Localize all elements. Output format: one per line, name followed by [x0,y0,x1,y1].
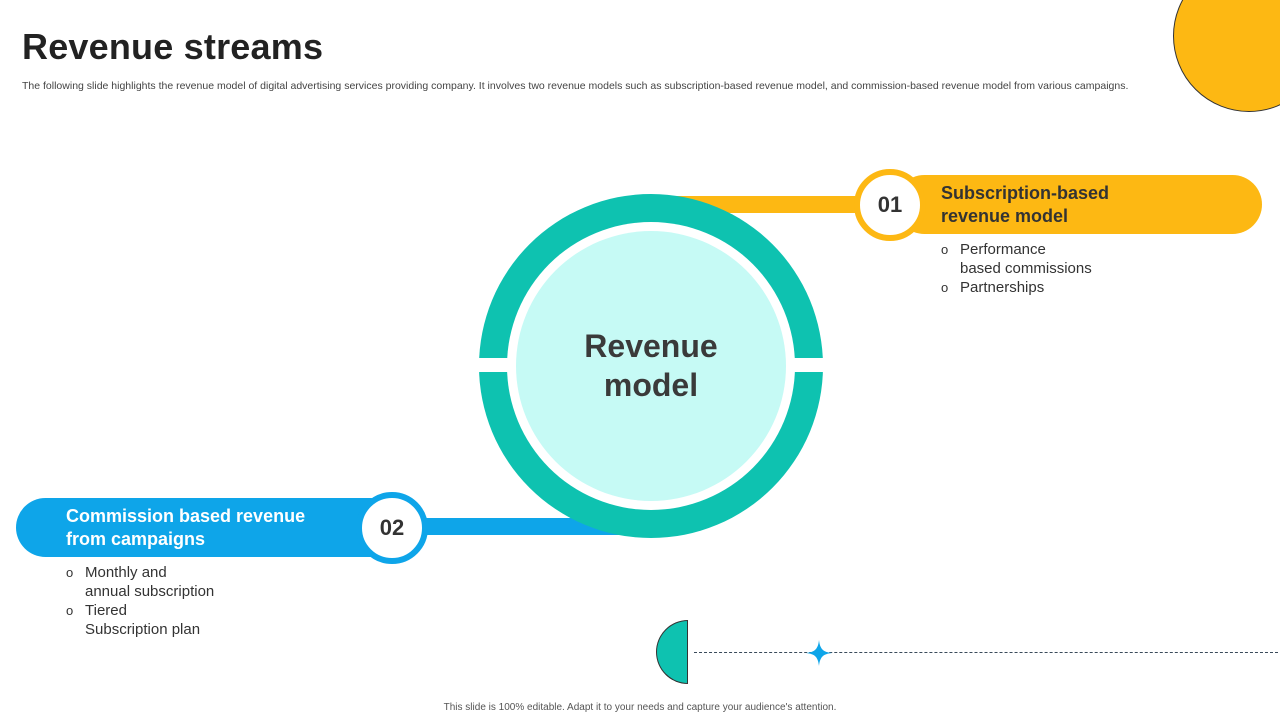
center-label: Revenue model [584,328,718,403]
revenue-model-core: Revenue model [516,231,786,501]
bullet-text: Tiered Subscription plan [85,602,201,638]
bullet-text: Performance based commissions [960,241,1092,277]
footer-note: This slide is 100% editable. Adapt it to… [443,702,837,713]
bullet-marker: o [66,603,74,618]
bullet-marker: o [66,565,74,580]
bullet-text: Monthly and annual subscription [85,564,215,600]
model-title-02: Commission based revenue from campaigns [66,505,306,549]
model-number-badge-02: 02 [356,492,428,564]
page-title: Revenue streams [22,26,324,67]
bullet-text: Partnerships [960,279,1045,296]
list-item: o Partnerships [941,278,1141,297]
page-subtitle: The following slide highlights the reven… [22,80,1129,92]
list-item: o Tiered Subscription plan [66,601,266,639]
model-number-badge-01: 01 [854,169,926,241]
model-title-01: Subscription-based revenue model [941,182,1110,226]
list-item: o Monthly and annual subscription [66,563,266,601]
model-pill-01: Subscription-based revenue model [895,175,1262,234]
list-item: o Performance based commissions [941,240,1141,278]
half-circle-icon [656,620,688,684]
four-point-star-icon [806,640,832,666]
bullet-marker: o [941,242,949,257]
model-pill-02: Commission based revenue from campaigns [16,498,400,557]
corner-decoration-circle [1173,0,1280,112]
model-number-01: 01 [877,192,903,217]
dashed-divider [694,652,1278,653]
model-number-02: 02 [379,515,405,540]
bullet-marker: o [941,280,949,295]
